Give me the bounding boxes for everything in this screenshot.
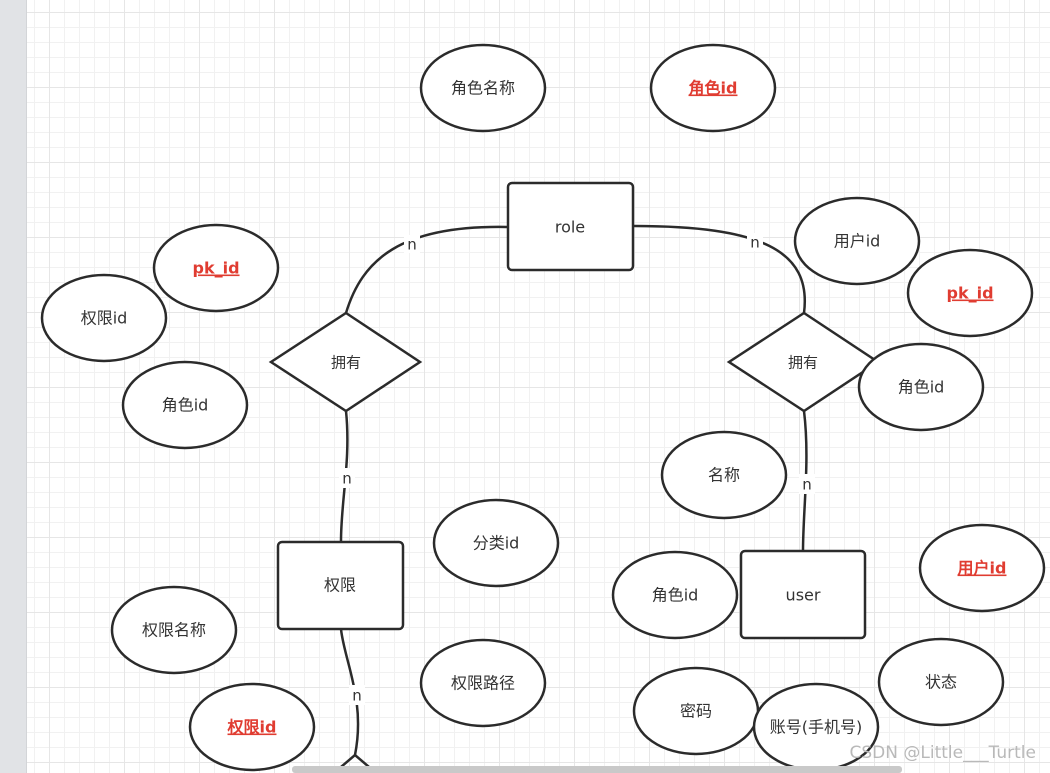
cardinality-ru-user: n xyxy=(802,476,812,494)
connector-perm-down[interactable] xyxy=(339,628,360,756)
entity-role[interactable]: role xyxy=(506,181,635,272)
attr-user-name-label: 名称 xyxy=(708,466,740,485)
attr-ru-role-id[interactable]: 角色id xyxy=(857,342,985,432)
attr-user-password-label: 密码 xyxy=(680,702,712,721)
attr-user-status-label: 状态 xyxy=(925,673,957,692)
attr-role-id[interactable]: 角色id xyxy=(649,43,777,133)
attr-rp-perm-id[interactable]: 权限id xyxy=(40,273,168,363)
attr-perm-name-label: 权限名称 xyxy=(142,621,206,640)
attr-ru-user-id[interactable]: 用户id xyxy=(793,196,921,286)
relationship-role-permission[interactable]: 拥有 xyxy=(268,311,423,413)
attr-user-id-label: 用户id xyxy=(958,559,1007,578)
attr-user-id[interactable]: 用户id xyxy=(918,523,1046,613)
relationship-role-permission-label: 拥有 xyxy=(331,354,361,372)
attr-user-role-id[interactable]: 角色id xyxy=(611,550,739,640)
attr-user-status[interactable]: 状态 xyxy=(877,637,1005,727)
attr-rp-pk-id[interactable]: pk_id xyxy=(152,223,280,313)
attr-perm-category-id[interactable]: 分类id xyxy=(432,498,560,588)
attr-perm-path[interactable]: 权限路径 xyxy=(419,638,547,728)
attr-user-account-label: 账号(手机号) xyxy=(770,718,863,737)
attr-role-id-label: 角色id xyxy=(689,79,738,98)
entity-user[interactable]: user xyxy=(739,549,867,640)
left-panel-edge xyxy=(0,0,27,773)
attr-user-account[interactable]: 账号(手机号) xyxy=(752,682,880,772)
cardinality-role-ru: n xyxy=(750,234,760,252)
attr-perm-name[interactable]: 权限名称 xyxy=(110,585,238,675)
attr-ru-pk-id-label: pk_id xyxy=(946,284,993,303)
attr-rp-role-id[interactable]: 角色id xyxy=(121,360,249,450)
attr-rp-perm-id-label: 权限id xyxy=(81,309,128,328)
attr-user-role-id-label: 角色id xyxy=(652,586,699,605)
attr-role-name-label: 角色名称 xyxy=(451,79,515,98)
cardinality-role-rp: n xyxy=(407,236,417,254)
cardinality-rp-perm: n xyxy=(342,470,352,488)
watermark: CSDN @Little___Turtle xyxy=(849,743,1037,763)
attr-perm-id-label: 权限id xyxy=(227,718,277,737)
attr-ru-role-id-label: 角色id xyxy=(898,378,945,397)
attr-perm-path-label: 权限路径 xyxy=(451,674,515,693)
cardinality-perm-down: n xyxy=(352,687,362,705)
horizontal-scrollbar[interactable] xyxy=(292,766,902,773)
entity-user-label: user xyxy=(786,586,821,605)
connector-role-to-ru[interactable] xyxy=(633,224,807,314)
connector-role-to-rp[interactable] xyxy=(344,225,508,314)
attr-user-name[interactable]: 名称 xyxy=(660,430,788,520)
attr-ru-user-id-label: 用户id xyxy=(834,232,881,251)
attr-user-password[interactable]: 密码 xyxy=(632,666,760,756)
attr-role-name[interactable]: 角色名称 xyxy=(419,43,547,133)
entity-permission[interactable]: 权限 xyxy=(276,540,405,631)
relationship-role-user[interactable]: 拥有 xyxy=(726,311,881,413)
attr-rp-pk-id-label: pk_id xyxy=(192,259,239,278)
entity-role-label: role xyxy=(555,218,585,237)
entity-permission-label: 权限 xyxy=(324,576,356,595)
attr-ru-pk-id[interactable]: pk_id xyxy=(906,248,1034,338)
attr-perm-id[interactable]: 权限id xyxy=(188,682,316,772)
relationship-role-user-label: 拥有 xyxy=(788,354,818,372)
attr-perm-category-id-label: 分类id xyxy=(473,534,520,553)
attr-rp-role-id-label: 角色id xyxy=(162,396,209,415)
